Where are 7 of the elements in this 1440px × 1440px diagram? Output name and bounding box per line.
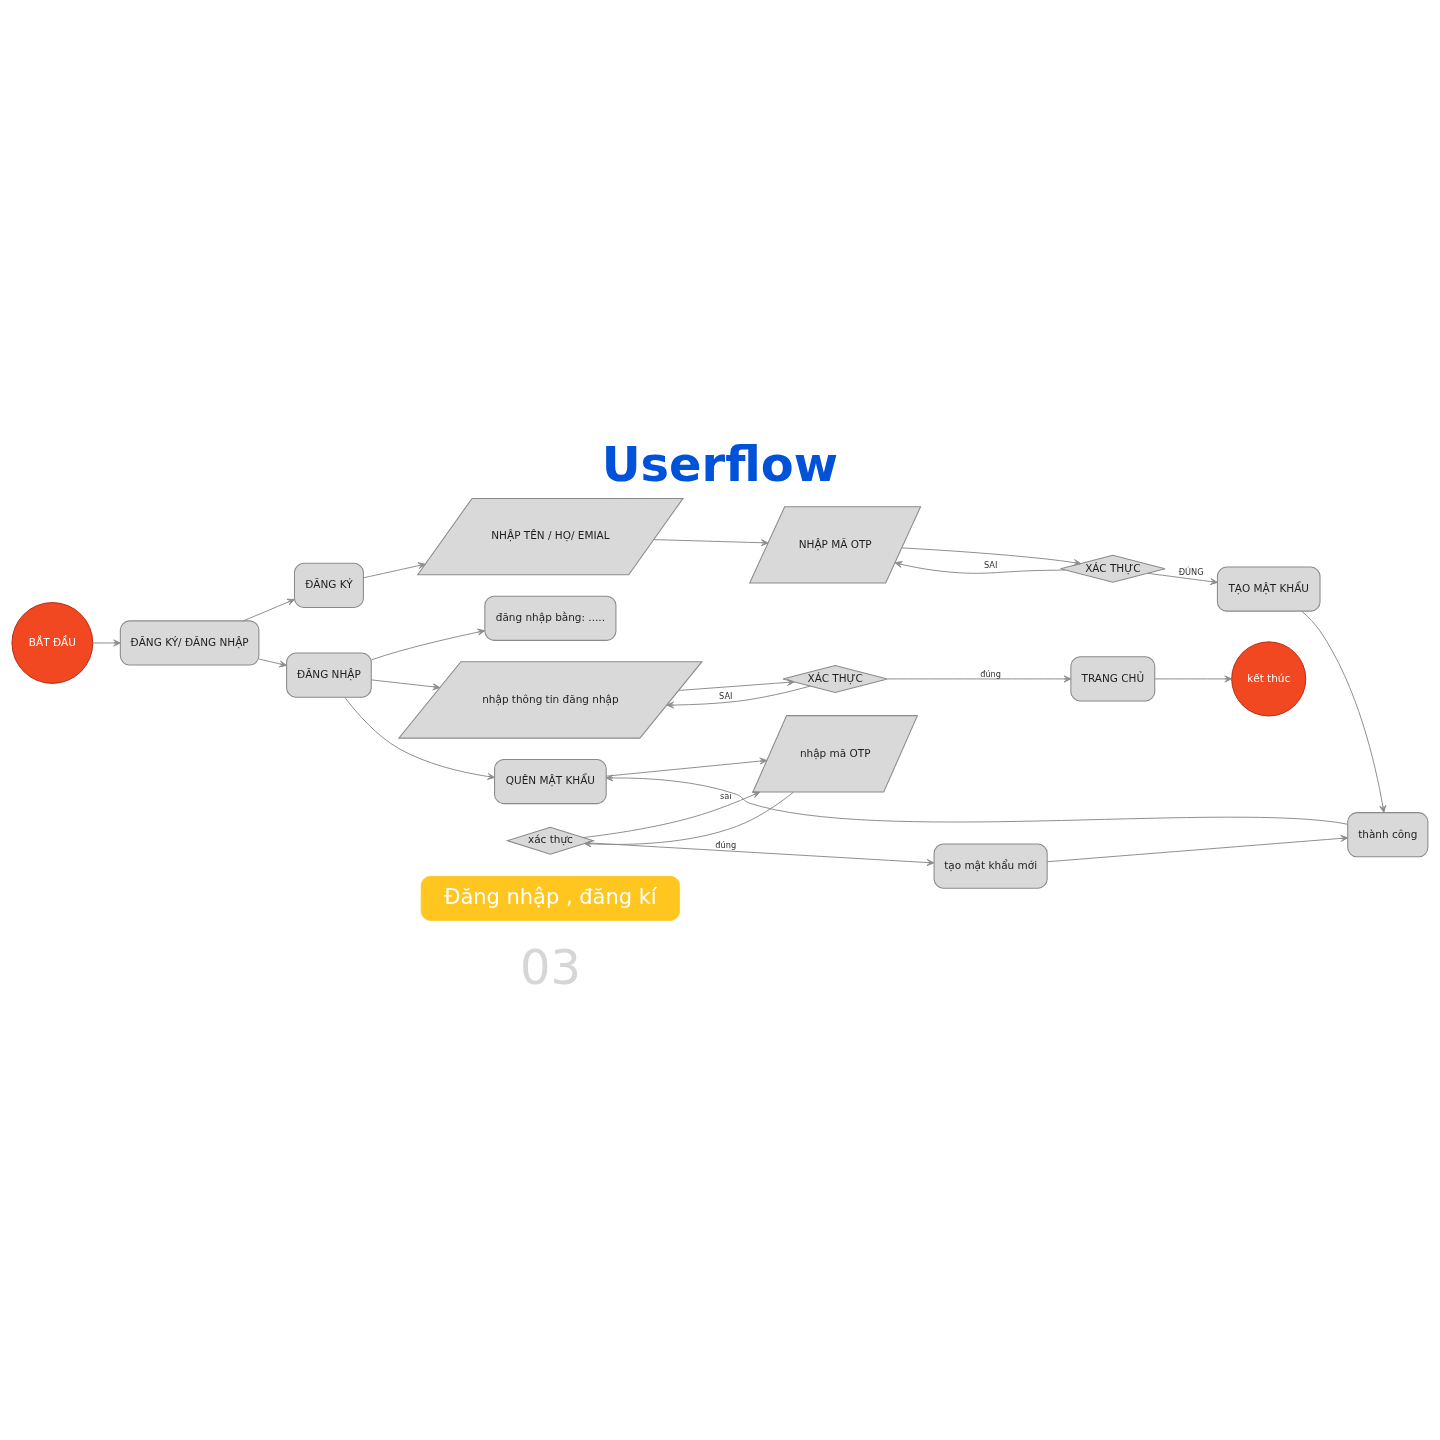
edge-label: đúng xyxy=(715,839,737,850)
diagram-title: Userflow xyxy=(601,436,838,492)
edge-label: SAI xyxy=(719,690,733,701)
edge-label: đúng xyxy=(980,668,1002,679)
edge-label: SAI xyxy=(983,559,998,570)
edge-label: ĐÚNG xyxy=(1178,566,1204,577)
edge-label: sai xyxy=(719,790,732,801)
